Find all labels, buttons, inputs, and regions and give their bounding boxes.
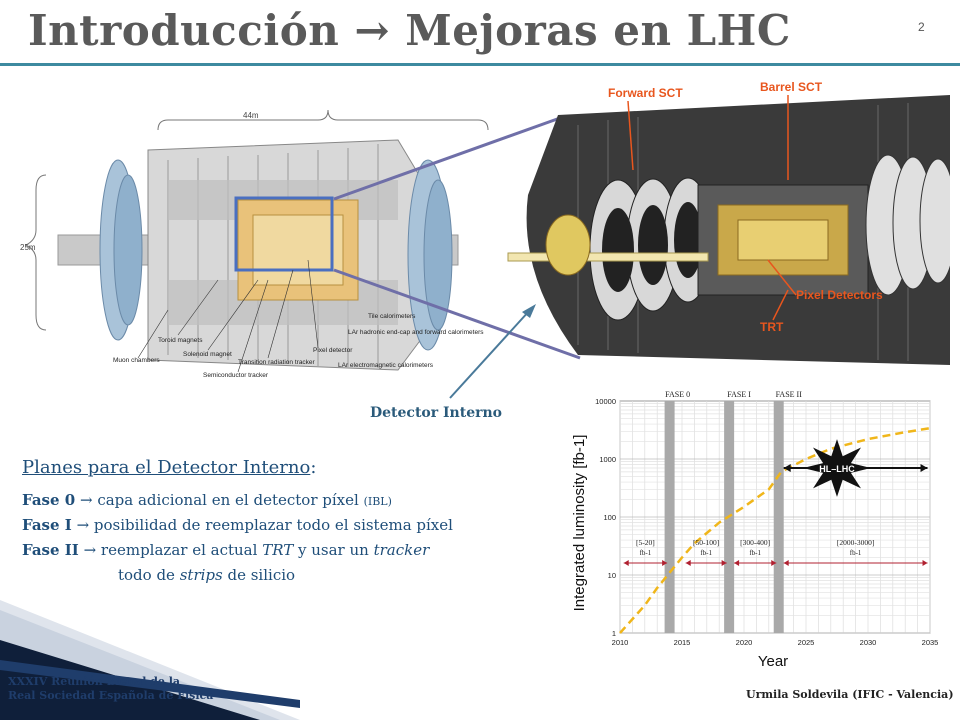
luminosity-chart: FASE 0 FASE I FASE II [5-20] fb-1 [50-100] fb-… [571,390,938,670]
footer-left: XXXIV Reunión Bienal de la Real Sociedad… [8,675,213,703]
atlas-detector-image: 44m 25m Tile calorimeters LAr hadronic e… [20,109,489,379]
plan-fase0-name: Fase 0 [22,491,76,509]
arrow-icon: → [83,541,97,559]
chart-range-unit: fb-1 [700,549,712,557]
hl-lhc-arrowhead [920,463,928,472]
chart-x-tick-label: 2020 [736,638,753,647]
chart-axes: 2010 2015 2020 2025 2030 2035 1 10 100 1000 10000 [595,397,938,647]
chart-range-unit: fb-1 [749,549,761,557]
plan-fase1: Fase I → posibilidad de reemplazar todo … [22,516,453,534]
label-muon-chambers: Muon chambers [113,357,160,364]
label-sct: Semiconductor tracker [203,372,269,379]
label-lar-em: LAr electromagnetic calorimeters [338,362,434,369]
chart-series [619,426,931,634]
chart-range-arrowhead [685,560,691,566]
plan-fase2-line2: todo de strips de silicio [118,566,295,584]
chart-y-tick-label: 1 [612,629,616,638]
label-toroid-magnets: Toroid magnets [158,337,203,344]
chart-shutdown-bar [664,401,675,633]
label-pixel-detector: Pixel detector [313,347,353,354]
chart-range-unit: fb-1 [640,549,652,557]
chart-y-tick-label: 100 [603,513,616,522]
footer-left-line1: XXXIV Reunión Bienal de la [8,675,181,688]
plan-fase2-text-b: y usar un [293,541,374,559]
plan-fase2-line2-em: strips [179,566,223,584]
chart-range-arrowhead [922,560,928,566]
chart-range-label: [300-400] [740,538,770,547]
label-forward-sct: Forward SCT [608,86,683,100]
chart-xlabel: Year [758,653,788,670]
label-trt-inner: TRT [760,320,784,334]
plan-fase2-line2-b: de silicio [222,566,296,584]
plan-fase2-em-a: TRT [262,541,294,559]
chart-y-tick-label: 10000 [595,397,616,406]
chart-y-tick-label: 1000 [599,455,616,464]
dim-25m: 25m [20,243,36,252]
chart-range-label: [5-20] [636,538,655,547]
chart-y-tick-label: 10 [608,571,616,580]
chart-range-unit: fb-1 [850,549,862,557]
chart-range-arrowhead [783,560,789,566]
hl-lhc-arrowhead [783,463,791,472]
chart-annotations: FASE 0 FASE I FASE II [5-20] fb-1 [50-100] fb-… [623,390,928,566]
plan-fase1-text: posibilidad de reemplazar todo el sistem… [89,516,453,534]
plan-fase0-note: (IBL) [363,495,392,508]
inner-detector-image: Forward SCT Barrel SCT Pixel Detectors T… [507,80,950,365]
chart-shutdown-bar [773,401,784,633]
chart-range-arrowhead [662,560,668,566]
detector-interno-label: Detector Interno [370,405,502,421]
chart-phase-label: FASE II [776,390,803,399]
chart-series-line [619,426,931,634]
corner-decoration [0,600,300,720]
plans-title-text: Planes para el Detector Interno [22,457,311,478]
chart-range-label: [2000-3000] [837,538,875,547]
label-pixel-detectors: Pixel Detectors [796,288,883,302]
hl-lhc-starburst [803,439,871,497]
chart-range-arrowhead [623,560,629,566]
plan-fase1-name: Fase I [22,516,72,534]
arrow-icon: → [76,516,90,534]
page-number: 2 [918,20,925,34]
chart-x-tick-label: 2015 [674,638,691,647]
plans-title-suffix: : [310,457,317,478]
chart-x-tick-label: 2030 [860,638,877,647]
label-trt: Transition radiation tracker [238,359,316,366]
title-rule [0,63,960,66]
plan-fase2-text-a: reemplazar el actual [96,541,263,559]
plan-fase2-name: Fase II [22,541,79,559]
chart-x-tick-label: 2010 [612,638,629,647]
label-solenoid-magnet: Solenoid magnet [183,351,232,358]
plan-fase2-line2-a: todo de [118,566,180,584]
dim-44m: 44m [243,111,259,120]
plan-fase2: Fase II → reemplazar el actual TRT y usa… [22,541,429,559]
chart-range-arrowhead [771,560,777,566]
hl-lhc-label: HL–LHC [819,464,855,474]
plan-fase2-em-b: tracker [373,541,430,559]
arrow-icon: → [79,491,93,509]
label-barrel-sct: Barrel SCT [760,80,823,94]
chart-x-tick-label: 2025 [798,638,815,647]
chart-phase-label: FASE I [727,390,751,399]
label-tile-calorimeters: Tile calorimeters [368,313,416,320]
chart-x-tick-label: 2035 [922,638,939,647]
chart-range-arrowhead [734,560,740,566]
plan-fase0: Fase 0 → capa adicional en el detector p… [22,491,392,509]
chart-phase-label: FASE 0 [665,390,690,399]
chart-range-label: [50-100] [693,538,719,547]
footer-left-line2: Real Sociedad Española de Física [8,689,214,702]
plans-title: Planes para el Detector Interno: [22,457,316,478]
chart-ylabel: Integrated luminosity [fb-1] [571,435,588,612]
plan-fase0-text: capa adicional en el detector píxel [92,491,364,509]
label-lar-hadronic: LAr hadronic end-cap and forward calorim… [348,329,484,336]
footer-right: Urmila Soldevila (IFIC - Valencia) [746,688,954,701]
slide-title: Introducción → Mejoras en LHC [28,6,791,55]
chart-range-arrowhead [721,560,727,566]
